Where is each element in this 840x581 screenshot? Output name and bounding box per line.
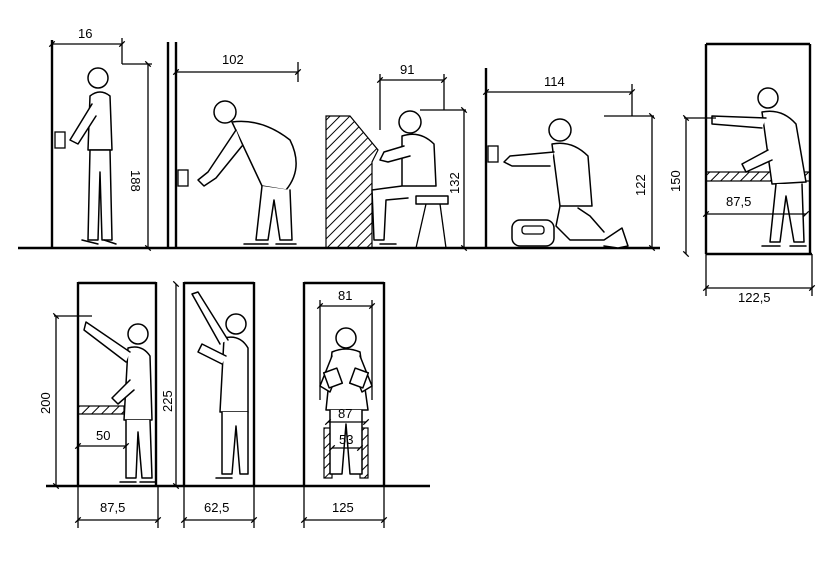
figure-standing: 16 188 [48, 26, 170, 252]
figure-passage: 81 87 53 125 [300, 281, 388, 528]
figure-kneeling: 114 122 [482, 68, 656, 252]
dim-62-5: 62,5 [204, 500, 229, 515]
dim-125: 125 [332, 500, 354, 515]
front-person [319, 327, 373, 475]
figure-overhead: 225 62,5 [160, 280, 258, 528]
dim-53: 53 [339, 432, 353, 447]
dim-132: 132 [447, 172, 462, 194]
bending-person [197, 100, 297, 245]
figure-seated: 91 132 [325, 62, 468, 252]
dim-87: 87 [338, 406, 352, 421]
console [325, 115, 379, 249]
figure-reaching-counter: 150 87,5 122,5 [668, 42, 816, 305]
kneeling-person [503, 118, 629, 249]
dim-91: 91 [400, 62, 414, 77]
dim-87-5-top: 87,5 [726, 194, 751, 209]
stool [415, 195, 449, 249]
dim-87-5-bottom: 87,5 [100, 500, 125, 515]
wall-panel [487, 145, 499, 163]
dim-16: 16 [78, 26, 92, 41]
seated-person [371, 110, 437, 245]
dim-122: 122 [633, 174, 648, 196]
overhead-person [191, 291, 249, 479]
reaching-person [83, 321, 157, 483]
footstool [511, 219, 555, 247]
counter [77, 405, 125, 415]
figure-reaching-high: 200 50 87,5 [38, 281, 162, 528]
dim-225: 225 [160, 390, 175, 412]
dim-81: 81 [338, 288, 352, 303]
wall-panel [54, 131, 66, 149]
standing-person [69, 67, 117, 245]
figure-bending: 102 [172, 42, 302, 248]
dim-102: 102 [222, 52, 244, 67]
reaching-person [711, 87, 807, 247]
dim-150: 150 [668, 170, 683, 192]
dim-50: 50 [96, 428, 110, 443]
dim-114: 114 [544, 74, 565, 89]
dim-200: 200 [38, 392, 53, 414]
dim-188: 188 [128, 170, 143, 192]
counter [705, 171, 811, 182]
wall-panel [177, 169, 189, 187]
dim-122-5: 122,5 [738, 290, 771, 305]
